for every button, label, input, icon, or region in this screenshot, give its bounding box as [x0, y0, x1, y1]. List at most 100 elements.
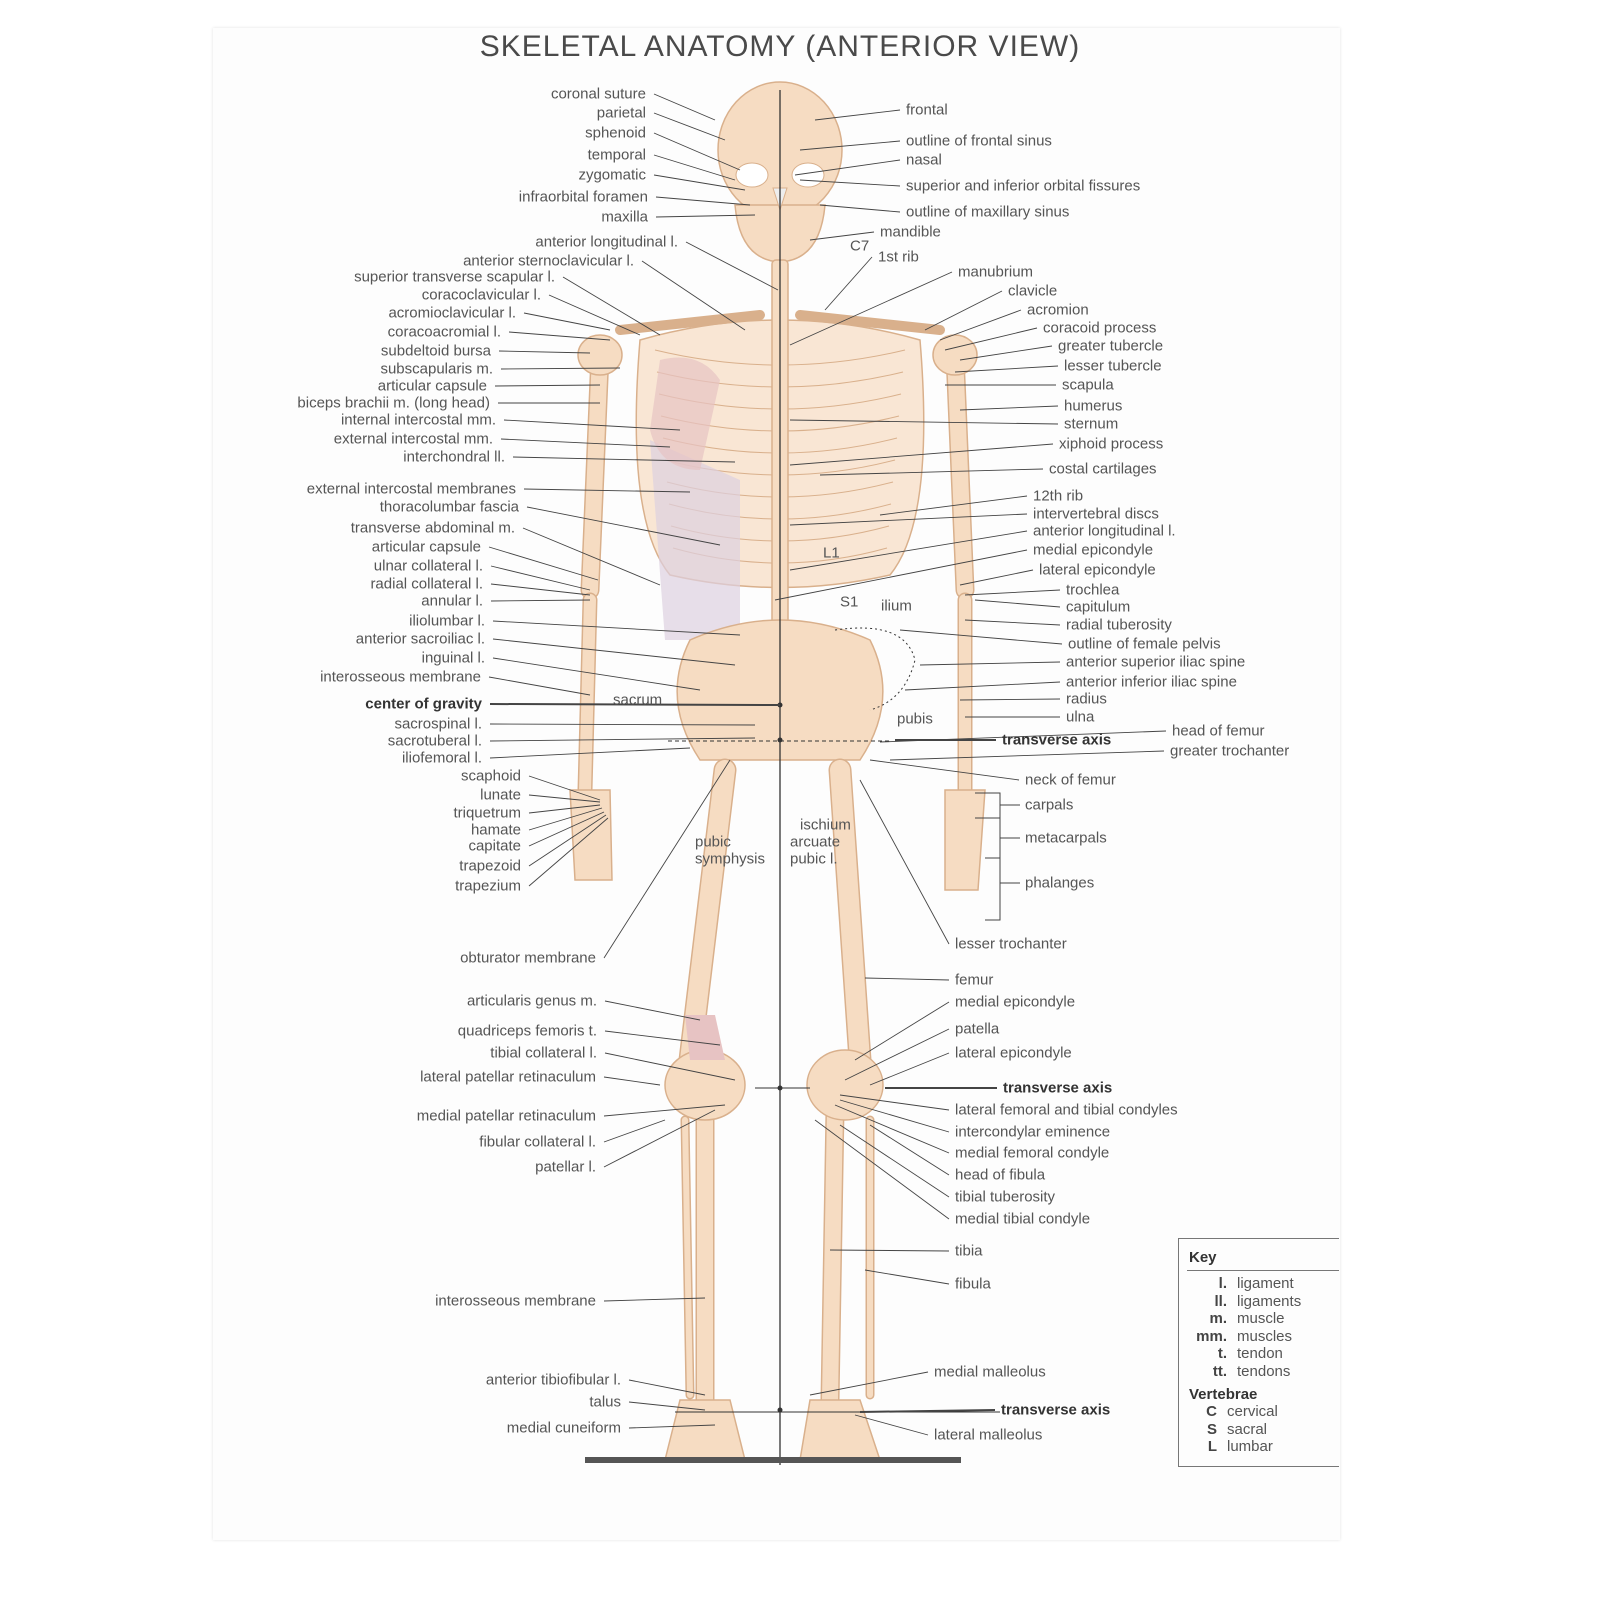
label-obturator-membrane: obturator membrane	[460, 949, 596, 967]
leader-line	[604, 1000, 701, 1021]
leader-line	[844, 1028, 950, 1081]
label-thoracolumbar-fascia: thoracolumbar fascia	[379, 498, 519, 516]
label-superior-and-inferior-orbital-fissures: superior and inferior orbital fissures	[906, 177, 1141, 195]
key-row: ll.ligaments	[1179, 1293, 1339, 1311]
label-lunate: lunate	[480, 786, 521, 804]
label-ulna: ulna	[1066, 708, 1095, 726]
leader-line	[864, 977, 950, 981]
label-sacrotuberal-l: sacrotuberal l.	[387, 732, 482, 750]
right-foot	[799, 1399, 882, 1461]
vertebra-abbr: S	[1206, 1420, 1217, 1438]
leader-line	[899, 629, 1063, 645]
key-meaning: tendons	[1237, 1362, 1291, 1380]
label-anterior-sacroiliac-l: anterior sacroiliac l.	[355, 630, 485, 648]
leader-line	[829, 1249, 950, 1252]
leader-line	[488, 546, 599, 581]
label-capitulum: capitulum	[1066, 598, 1131, 616]
leader-line	[528, 811, 605, 847]
right-knee	[806, 1049, 884, 1121]
key-row: tt.tendons	[1179, 1363, 1339, 1381]
vertebra-abbr: L	[1207, 1438, 1217, 1455]
leader-line	[819, 468, 1044, 476]
leader-line	[604, 1052, 736, 1081]
label-tibia: tibia	[955, 1242, 983, 1260]
label-anterior-tibiofibular-l: anterior tibiofibular l.	[485, 1371, 621, 1389]
leader-line	[492, 638, 736, 666]
key-meaning: tendon	[1237, 1345, 1283, 1362]
right-tibia	[822, 1102, 843, 1408]
label-articularis-genus-m: articularis genus m.	[466, 992, 597, 1010]
leader-line	[628, 1424, 716, 1429]
label-trapezoid: trapezoid	[459, 857, 521, 875]
leader-line	[512, 456, 736, 463]
key-abbr: t.	[1217, 1345, 1227, 1362]
leader-line	[964, 589, 1061, 596]
label-transverse-axis: transverse axis	[1002, 731, 1112, 749]
label-lesser-tubercle: lesser tubercle	[1064, 357, 1162, 375]
left-fibula	[682, 1117, 693, 1398]
leader-line	[653, 112, 726, 141]
label-pubic: pubic	[695, 833, 731, 851]
leader-line	[839, 1124, 950, 1198]
label-sacrum: sacrum	[613, 691, 663, 709]
label-anterior-sternoclavicular-l: anterior sternoclavicular l.	[463, 252, 634, 270]
label-articular-capsule: articular capsule	[377, 377, 487, 395]
vertebra-meaning: lumbar	[1227, 1438, 1273, 1455]
label-outline-of-maxillary-sinus: outline of maxillary sinus	[906, 203, 1070, 221]
leader-line	[603, 1119, 666, 1143]
label-temporal: temporal	[587, 146, 646, 164]
label-12th-rib: 12th rib	[1033, 487, 1084, 505]
key-abbr: m.	[1209, 1310, 1227, 1327]
label-arcuate: arcuate	[790, 833, 841, 851]
ground-line	[585, 1457, 961, 1463]
leader-line	[494, 384, 601, 387]
label-outline-of-female-pelvis: outline of female pelvis	[1068, 635, 1221, 653]
leader-line	[492, 620, 741, 636]
leader-line	[879, 495, 1028, 516]
left-humerus	[582, 347, 608, 598]
label-interosseous-membrane: interosseous membrane	[435, 1292, 596, 1310]
leader-line	[859, 1409, 996, 1413]
leader-line	[603, 1109, 716, 1168]
label-sacrospinal-l: sacrospinal l.	[394, 715, 482, 733]
key-abbr: l.	[1218, 1275, 1227, 1292]
leader-line	[489, 723, 756, 726]
label-scapula: scapula	[1062, 376, 1114, 394]
leader-line	[869, 1124, 950, 1176]
label-medial-epicondyle: medial epicondyle	[1033, 541, 1154, 559]
left-orbit	[735, 162, 769, 188]
label-anterior-longitudinal-l: anterior longitudinal l.	[1033, 522, 1176, 540]
leader-line	[814, 1119, 950, 1220]
leader-line	[819, 204, 901, 213]
leader-line	[653, 154, 736, 181]
leader-line	[604, 1030, 721, 1046]
leader-line	[490, 565, 591, 591]
leader-line	[854, 1001, 950, 1061]
articularis-genus	[685, 1015, 725, 1060]
label-coracoclavicular-l: coracoclavicular l.	[421, 286, 541, 304]
label-1st-rib: 1st rib	[878, 248, 919, 266]
leader-line	[603, 1297, 706, 1302]
key-abbr: ll.	[1214, 1292, 1227, 1310]
key-meaning: ligament	[1237, 1275, 1294, 1292]
label-coracoid-process: coracoid process	[1043, 319, 1157, 337]
label-ischium: ischium	[800, 816, 851, 834]
label-carpals: carpals	[1025, 796, 1074, 814]
leader-line	[864, 1269, 950, 1285]
leader-line	[528, 814, 607, 867]
label-maxilla: maxilla	[601, 208, 648, 226]
key-meaning: muscles	[1237, 1327, 1293, 1345]
label-radial-collateral-l: radial collateral l.	[370, 575, 483, 593]
page-title: SKELETAL ANATOMY (ANTERIOR VIEW)	[479, 30, 1081, 63]
outline-female-pelvis	[834, 627, 916, 711]
label-fibular-collateral-l: fibular collateral l.	[479, 1133, 596, 1151]
label-acromion: acromion	[1027, 301, 1089, 319]
leader-line	[526, 506, 721, 546]
label-sphenoid: sphenoid	[585, 124, 646, 142]
key-abbr: mm.	[1196, 1327, 1227, 1345]
leader-line	[889, 750, 1165, 761]
label-medial-femoral-condyle: medial femoral condyle	[955, 1144, 1110, 1162]
leader-line	[809, 1371, 929, 1396]
leader-line	[954, 365, 1059, 373]
